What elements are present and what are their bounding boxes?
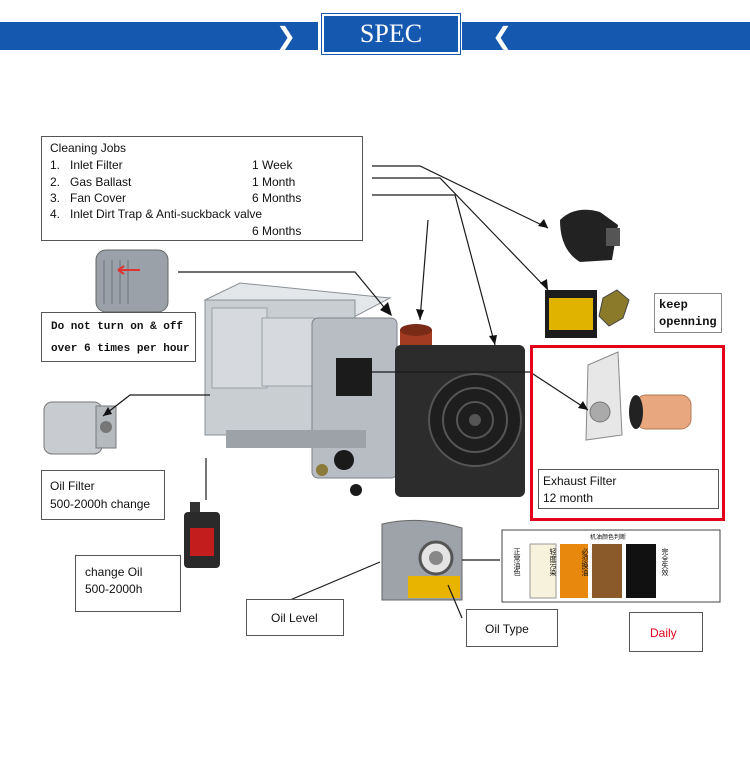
oil-swatch-label-2: 轻度污染 <box>549 548 557 576</box>
motor-inset-illustration <box>95 249 169 313</box>
daily-label-box: Daily <box>629 612 703 652</box>
callout-lines <box>102 165 589 619</box>
exhaust-filter-line2: 12 month <box>543 491 594 505</box>
keep-open-box: keep openning <box>654 293 722 333</box>
chevron-left-icon: ❮ <box>492 22 513 50</box>
change-oil-line2: 500-2000h <box>85 582 143 596</box>
cleaning-item-1-num: 1. <box>50 158 61 172</box>
daily-label: Daily <box>650 626 677 640</box>
keep-open-line1: keep <box>659 298 688 312</box>
cleaning-item-4-interval: 6 Months <box>252 224 302 238</box>
sight-glass-illustration <box>381 519 463 601</box>
gas-ballast-illustration <box>545 289 630 338</box>
cleaning-item-2-name: Gas Ballast <box>70 175 132 189</box>
oil-type-label-box: Oil Type <box>466 609 558 647</box>
cleaning-item-1-interval: 1 Week <box>252 158 293 172</box>
cleaning-item-3-name: Fan Cover <box>70 191 127 205</box>
oil-type-label: Oil Type <box>485 622 529 636</box>
oil-level-label: Oil Level <box>271 611 318 625</box>
cleaning-jobs-box: Cleaning Jobs 1. Inlet Filter 1 Week 2. … <box>41 136 363 241</box>
change-oil-label-box: change Oil 500-2000h <box>75 555 181 612</box>
oil-swatch-label-3: 必须换油 <box>581 548 589 576</box>
motor-note-line2: over 6 times per hour <box>51 343 190 355</box>
oil-bottle-illustration <box>184 502 220 568</box>
header-banner: ❯ SPEC ❮ <box>0 14 750 54</box>
cleaning-item-2-interval: 1 Month <box>252 175 296 189</box>
exhaust-filter-label-box: Exhaust Filter 12 month <box>538 469 719 509</box>
oil-level-label-box: Oil Level <box>246 599 344 636</box>
cleaning-item-3-interval: 6 Months <box>252 191 302 205</box>
oil-filter-label-box: Oil Filter 500-2000h change <box>41 470 165 520</box>
oil-filter-line2: 500-2000h change <box>50 497 151 511</box>
oil-filter-illustration <box>43 401 117 455</box>
vacuum-pump-illustration <box>203 282 525 497</box>
change-oil-line1: change Oil <box>85 565 143 579</box>
cleaning-item-2-num: 2. <box>50 175 61 189</box>
banner-right-band <box>462 22 750 50</box>
cleaning-jobs-title: Cleaning Jobs <box>50 141 127 155</box>
oil-filter-line1: Oil Filter <box>50 479 95 493</box>
oil-color-chart <box>501 529 721 603</box>
chevron-right-icon: ❯ <box>276 22 297 50</box>
exhaust-filter-illustration <box>585 351 692 441</box>
oil-swatch-label-1: 正常油色 <box>513 548 521 576</box>
exhaust-filter-line1: Exhaust Filter <box>543 474 617 488</box>
spec-title: SPEC <box>322 14 460 54</box>
motor-note-line1: Do not turn on & off <box>51 321 184 333</box>
cleaning-item-1-name: Inlet Filter <box>70 158 123 172</box>
cleaning-item-4-num: 4. <box>50 207 61 221</box>
keep-open-line2: openning <box>659 315 717 329</box>
banner-left-band <box>0 22 318 50</box>
arrowheads <box>103 219 588 416</box>
motor-note-box: Do not turn on & off over 6 times per ho… <box>41 312 196 362</box>
inlet-filter-illustration <box>560 209 620 262</box>
cleaning-item-3-num: 3. <box>50 191 61 205</box>
cleaning-item-4-name: Inlet Dirt Trap & Anti-suckback valve <box>70 207 263 221</box>
oil-swatch-label-4: 完全失效 <box>661 548 669 576</box>
exhaust-filter-highlight <box>530 345 725 521</box>
oil-chart-title: 机油颜色判断 <box>590 534 627 541</box>
